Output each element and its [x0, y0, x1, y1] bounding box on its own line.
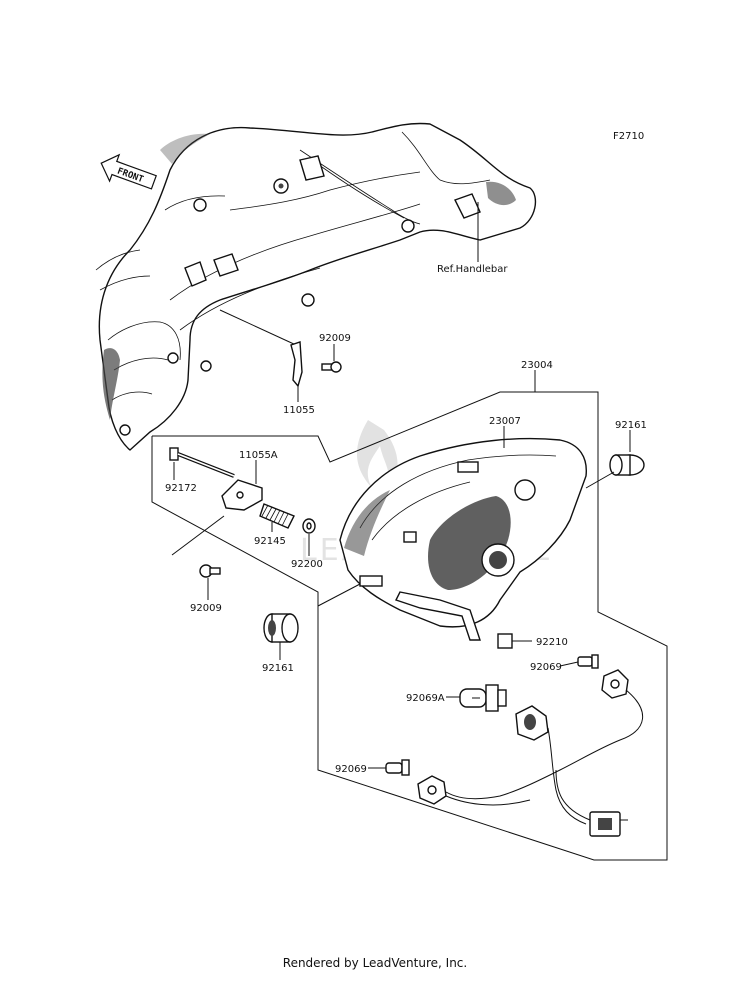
bracket-11055A	[221, 479, 263, 511]
label-23007: 23007	[489, 416, 521, 427]
label-92069-right: 92069	[530, 662, 562, 673]
screw-92009-lower	[199, 564, 221, 578]
label-92172: 92172	[165, 483, 197, 494]
bolt-92172	[169, 447, 235, 478]
spring-92145	[259, 503, 295, 529]
figure-code: F2710	[613, 131, 644, 142]
bulb-92069-left	[385, 759, 410, 776]
grommet-92161-right	[585, 454, 645, 489]
label-92161-left: 92161	[262, 663, 294, 674]
label-92210: 92210	[536, 637, 568, 648]
label-11055: 11055	[283, 405, 315, 416]
nut-92210	[497, 633, 513, 649]
grommet-92161-left	[263, 613, 299, 643]
headlight-unit-23007	[339, 437, 587, 641]
label-92009-upper: 92009	[319, 333, 351, 344]
assembly-23004-outline	[151, 391, 668, 861]
bracket-11055	[290, 341, 303, 388]
label-92161-right: 92161	[615, 420, 647, 431]
label-92200: 92200	[291, 559, 323, 570]
bulb-92069-right	[577, 654, 599, 669]
reference-label: Ref.Handlebar	[437, 264, 508, 275]
lamp-stud	[317, 575, 383, 607]
fairing-frame	[95, 122, 537, 451]
label-92069-left: 92069	[335, 764, 367, 775]
bracket-reference-line	[219, 309, 297, 346]
bulb-92069A	[459, 684, 507, 712]
wiring-harness	[417, 669, 643, 837]
label-92069A: 92069A	[406, 693, 445, 704]
label-23004: 23004	[521, 360, 553, 371]
label-11055A: 11055A	[239, 450, 278, 461]
front-arrow-icon: FRONT	[100, 153, 157, 190]
screw-92009-upper	[321, 361, 342, 373]
washer-92200	[302, 518, 316, 534]
footer-credit: Rendered by LeadVenture, Inc.	[282, 956, 468, 970]
label-92145: 92145	[254, 536, 286, 547]
label-92009-lower: 92009	[190, 603, 222, 614]
